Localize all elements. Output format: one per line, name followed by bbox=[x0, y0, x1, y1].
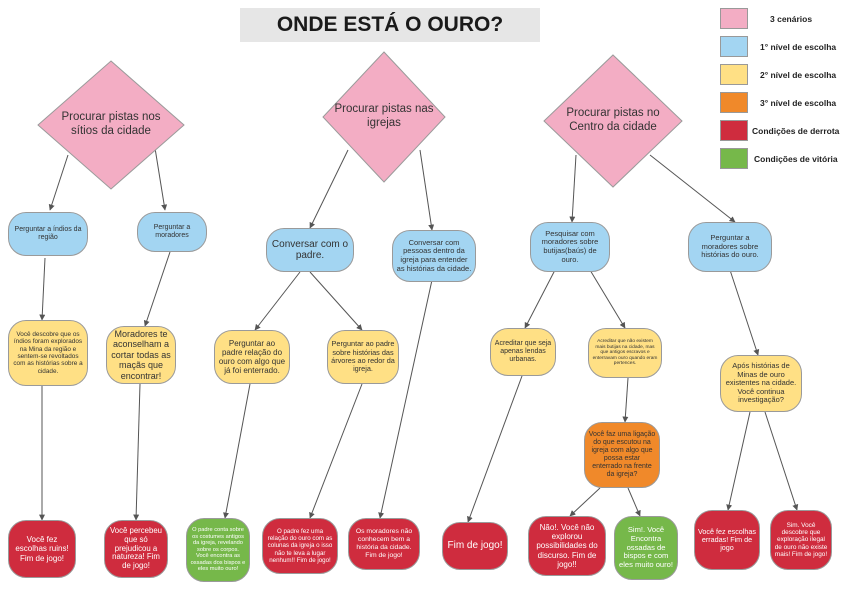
legend-swatch-level1 bbox=[720, 36, 748, 57]
choice-ask-gold-stories: Perguntar a moradores sobre histórias do… bbox=[688, 222, 772, 272]
choice-talk-priest: Conversar com o padre. bbox=[266, 228, 354, 272]
choice-priest-buried: Perguntar ao padre relação do ouro com a… bbox=[214, 330, 290, 384]
end-no-discourse: Não!. Você não explorou possibilidades d… bbox=[528, 516, 606, 576]
title-banner: ONDE ESTÁ O OURO? bbox=[240, 8, 540, 42]
legend-swatch-level3 bbox=[720, 92, 748, 113]
connector bbox=[569, 154, 577, 223]
choice-urban-legends: Acreditar que seja apenas lendas urbanas… bbox=[490, 328, 556, 376]
legend-label-level1: 1° nível de escolha bbox=[760, 42, 837, 52]
connector bbox=[143, 251, 171, 327]
legend-swatch-level2 bbox=[720, 64, 748, 85]
end-bad-choices: Você fez escolhas ruins! Fim de jogo! bbox=[8, 520, 76, 578]
choice-priest-trees: Perguntar ao padre sobre histórias das á… bbox=[327, 330, 399, 384]
connectors bbox=[39, 147, 799, 523]
end-wrong-choices: Você fez escolhas erradas! Fim de jogo bbox=[694, 510, 760, 570]
legend-swatch-defeat bbox=[720, 120, 748, 141]
choice-research-treasure: Pesquisar com moradores sobre butijas(ba… bbox=[530, 222, 610, 272]
choice-talk-church-people: Conversar com pessoas dentro da igreja p… bbox=[392, 230, 476, 282]
connector bbox=[589, 269, 626, 329]
connector bbox=[48, 154, 69, 211]
legend-label-level2: 2° nível de escolha bbox=[760, 70, 837, 80]
connector bbox=[569, 487, 601, 517]
choice-slaves-buried-gold: Acreditar que não existem mais butijas n… bbox=[588, 328, 662, 378]
outcome-indigenous-exploited: Você descobre que os índios foram explor… bbox=[8, 320, 88, 386]
connector bbox=[39, 257, 46, 321]
connector bbox=[378, 279, 433, 519]
win-priest-bishops-gold: O padre conta sobre os costumes antigos … bbox=[186, 518, 250, 582]
connector bbox=[764, 411, 799, 511]
legend-swatch-victory bbox=[720, 148, 748, 169]
connector bbox=[309, 149, 349, 229]
scenario-label-3: Procurar pistas no Centro da cidade bbox=[566, 107, 660, 133]
end-harmed-nature: Você percebeu que só prejudicou a nature… bbox=[104, 520, 168, 578]
legend-label-level3: 3° nível de escolha bbox=[760, 98, 837, 108]
scenario-diamond-2 bbox=[322, 51, 446, 183]
scenario-label-1: Procurar pistas nos sítios da cidade bbox=[61, 111, 161, 137]
connector bbox=[627, 487, 641, 517]
question-church-link: Você faz uma ligação do que escutou na i… bbox=[584, 422, 660, 488]
connector bbox=[133, 383, 141, 521]
end-residents-unaware: Os moradores não conhecem bem a história… bbox=[348, 518, 420, 570]
connector bbox=[223, 383, 251, 519]
legend-label-scenarios: 3 cenários bbox=[770, 14, 813, 24]
legend-label-defeat: Condições de derrota bbox=[752, 126, 840, 136]
scenario-diamond-3 bbox=[543, 54, 683, 188]
win-bishops-gold: Sim!. Você Encontra ossadas de bispos e … bbox=[614, 516, 678, 580]
end-columns-nowhere: O padre fez uma relação do ouro com as c… bbox=[262, 518, 338, 574]
end-game-over: Fim de jogo! bbox=[442, 522, 508, 570]
page-title: ONDE ESTÁ O OURO? bbox=[276, 13, 504, 36]
connector bbox=[154, 147, 168, 211]
scenario-label-2: Procurar pistas nas igrejas bbox=[334, 103, 434, 129]
legend-label-victory: Condições de vitória bbox=[754, 154, 838, 164]
connector bbox=[726, 411, 751, 511]
connector bbox=[622, 377, 629, 423]
connector bbox=[649, 154, 736, 223]
connector bbox=[309, 271, 363, 331]
scenario-diamonds bbox=[37, 51, 683, 190]
connector bbox=[729, 269, 760, 356]
connector bbox=[309, 383, 363, 519]
connector bbox=[524, 269, 556, 329]
question-continue-investigation: Após histórias de Minas de ouro existent… bbox=[720, 355, 802, 412]
connector bbox=[254, 271, 301, 331]
outcome-cut-apples: Moradores te aconselham a cortar todas a… bbox=[106, 326, 176, 384]
choice-ask-indigenous: Perguntar a índios da região bbox=[8, 212, 88, 256]
connector bbox=[419, 149, 435, 231]
choice-ask-residents: Perguntar a moradores bbox=[137, 212, 207, 252]
end-illegal-mining-gone: Sim. Você descobre que exploração ilegal… bbox=[770, 510, 832, 570]
connector bbox=[467, 375, 523, 523]
legend-swatch-scenarios bbox=[720, 8, 748, 29]
scenario-diamond-1 bbox=[37, 60, 185, 190]
